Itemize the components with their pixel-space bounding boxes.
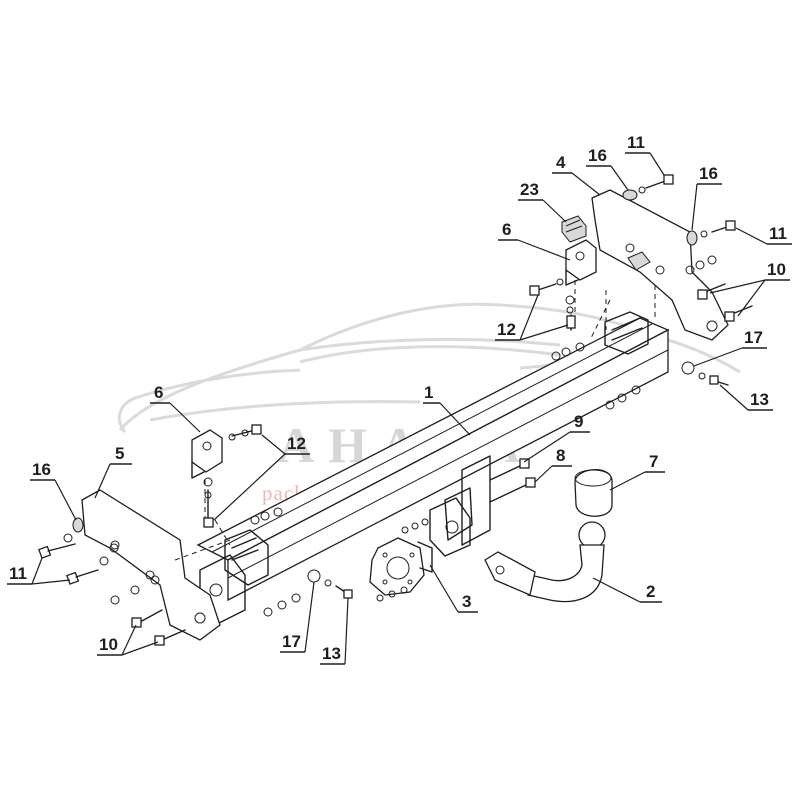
callout-3: 3	[462, 592, 471, 611]
callout-4: 4	[556, 153, 566, 172]
callout-12-left: 12	[287, 434, 306, 453]
callout-13-right: 13	[750, 390, 769, 409]
callout-16-left: 16	[32, 460, 51, 479]
part-4-right-side-plate	[591, 189, 729, 341]
part-5-left-side-plate	[81, 489, 221, 641]
callout-16-right: 16	[699, 164, 718, 183]
callout-11-right-top: 11	[627, 133, 645, 152]
watermark-car-logo	[117, 302, 741, 433]
part-7-ball-cover	[574, 468, 613, 517]
callout-12-right: 12	[497, 320, 516, 339]
callout-17-right: 17	[744, 328, 763, 347]
callout-11-left: 11	[9, 564, 27, 583]
callout-10-right: 10	[767, 260, 786, 279]
part-6-left-angle-bracket	[191, 429, 223, 479]
callout-11-right: 11	[769, 224, 787, 243]
callout-6-left: 6	[154, 383, 163, 402]
callout-7: 7	[649, 452, 658, 471]
part-23-clip	[561, 215, 587, 243]
callout-labels: 1 2 3 4 5 6 6 7 8 9 10 10 11 11 11 12 12…	[9, 133, 787, 663]
part-2-tow-ball-neck	[484, 521, 606, 603]
callout-9: 9	[574, 412, 583, 431]
part-1-crossbeam	[196, 311, 670, 626]
callout-10-left: 10	[99, 635, 118, 654]
part-6-right-angle-bracket	[565, 239, 597, 286]
callout-23: 23	[520, 180, 539, 199]
callout-13-left: 13	[322, 644, 341, 663]
callout-6-right: 6	[502, 220, 511, 239]
callout-17-left: 17	[282, 632, 301, 651]
callout-1: 1	[424, 383, 433, 402]
callout-16-right-top: 16	[588, 146, 607, 165]
leader-lines	[7, 152, 792, 665]
callout-2: 2	[646, 582, 655, 601]
fasteners	[38, 174, 753, 646]
callout-5: 5	[115, 444, 124, 463]
callout-8: 8	[556, 446, 565, 465]
part-3-socket-plate	[369, 537, 433, 596]
